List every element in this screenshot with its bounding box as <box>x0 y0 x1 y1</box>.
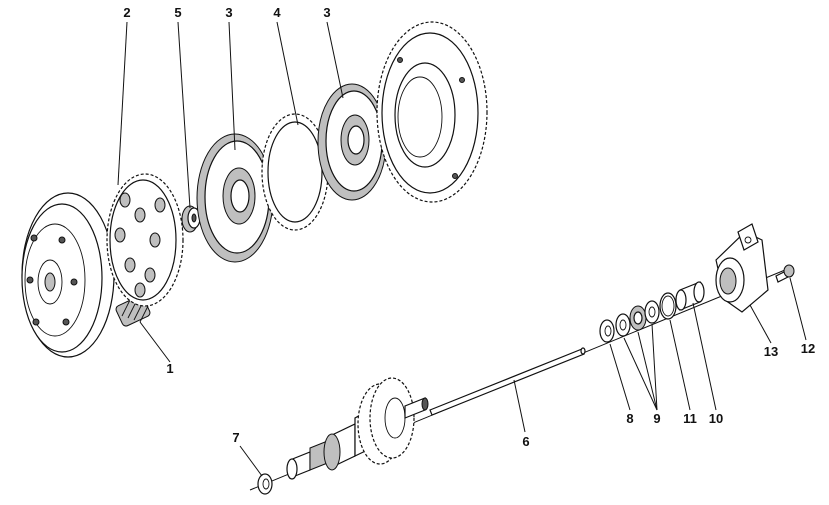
callout-11: 11 <box>683 411 697 426</box>
callout-8: 8 <box>626 411 633 426</box>
callout-6: 6 <box>522 434 529 449</box>
part-1-flywheel-housing <box>21 192 115 358</box>
callout-2: 2 <box>123 5 130 20</box>
clutch-shaft-gear-assembly <box>286 377 429 480</box>
part-8-washer <box>599 319 615 343</box>
part-9-bearing-set <box>615 300 660 337</box>
callout-12: 12 <box>801 341 815 356</box>
part-10-piston <box>675 281 705 311</box>
part-7-washer <box>257 473 273 495</box>
callout-13: 13 <box>764 344 778 359</box>
part-3-friction-disc-rear <box>317 83 387 201</box>
callout-5: 5 <box>174 5 181 20</box>
leader-lines <box>117 21 807 477</box>
callout-4: 4 <box>273 5 281 20</box>
part-2-gear-plate <box>106 173 184 307</box>
rear-pressure-plate-gear <box>376 21 488 203</box>
callout-7: 7 <box>232 430 239 445</box>
callout-1: 1 <box>166 361 173 376</box>
part-3-friction-disc-front <box>196 133 274 263</box>
part-13-slave-cylinder <box>715 223 769 313</box>
part-4-steel-ring <box>261 113 329 231</box>
callout-10: 10 <box>709 411 723 426</box>
callout-3-rear: 3 <box>323 5 330 20</box>
part-12-bleed-screw <box>775 264 795 283</box>
callout-3-front: 3 <box>225 5 232 20</box>
callout-9: 9 <box>653 411 660 426</box>
part-11-o-ring <box>659 292 677 320</box>
part-6-pushrod <box>429 347 586 416</box>
